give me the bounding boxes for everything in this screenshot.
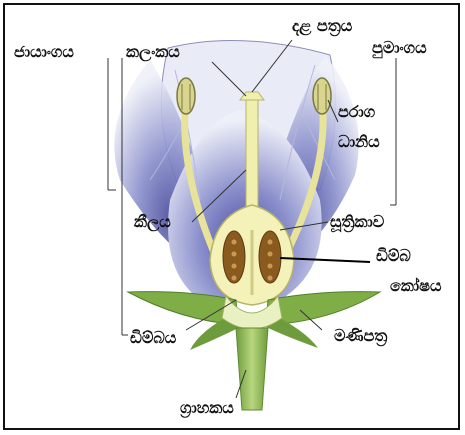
ovule-left xyxy=(223,231,245,283)
label-petal: දළ පත්‍රය xyxy=(292,18,352,34)
pedicel xyxy=(236,328,268,410)
label-gynoecium: ජායාංගය xyxy=(14,44,74,60)
anther-left xyxy=(177,78,195,114)
label-androecium: පුමාංගය xyxy=(372,40,427,56)
label-ovule-line1: ඩිම්බ xyxy=(376,248,411,264)
label-receptacle: ග්‍රාහකය xyxy=(180,400,234,416)
label-filament: සූත්‍රිකාව xyxy=(330,214,384,230)
label-sepal: මණිපත්‍ර xyxy=(334,328,387,344)
label-style: කීලය xyxy=(134,214,171,230)
anther-right xyxy=(313,78,331,114)
label-ovule-line2: කෝෂය xyxy=(390,278,442,294)
label-anther-line1: පරාග xyxy=(338,104,375,120)
style xyxy=(246,100,258,220)
label-anther-line2: ධානිය xyxy=(338,134,380,150)
ovule-right xyxy=(259,231,281,283)
label-ovary: ඩිම්බය xyxy=(130,330,176,346)
label-calyx: කලංකය xyxy=(126,44,180,60)
